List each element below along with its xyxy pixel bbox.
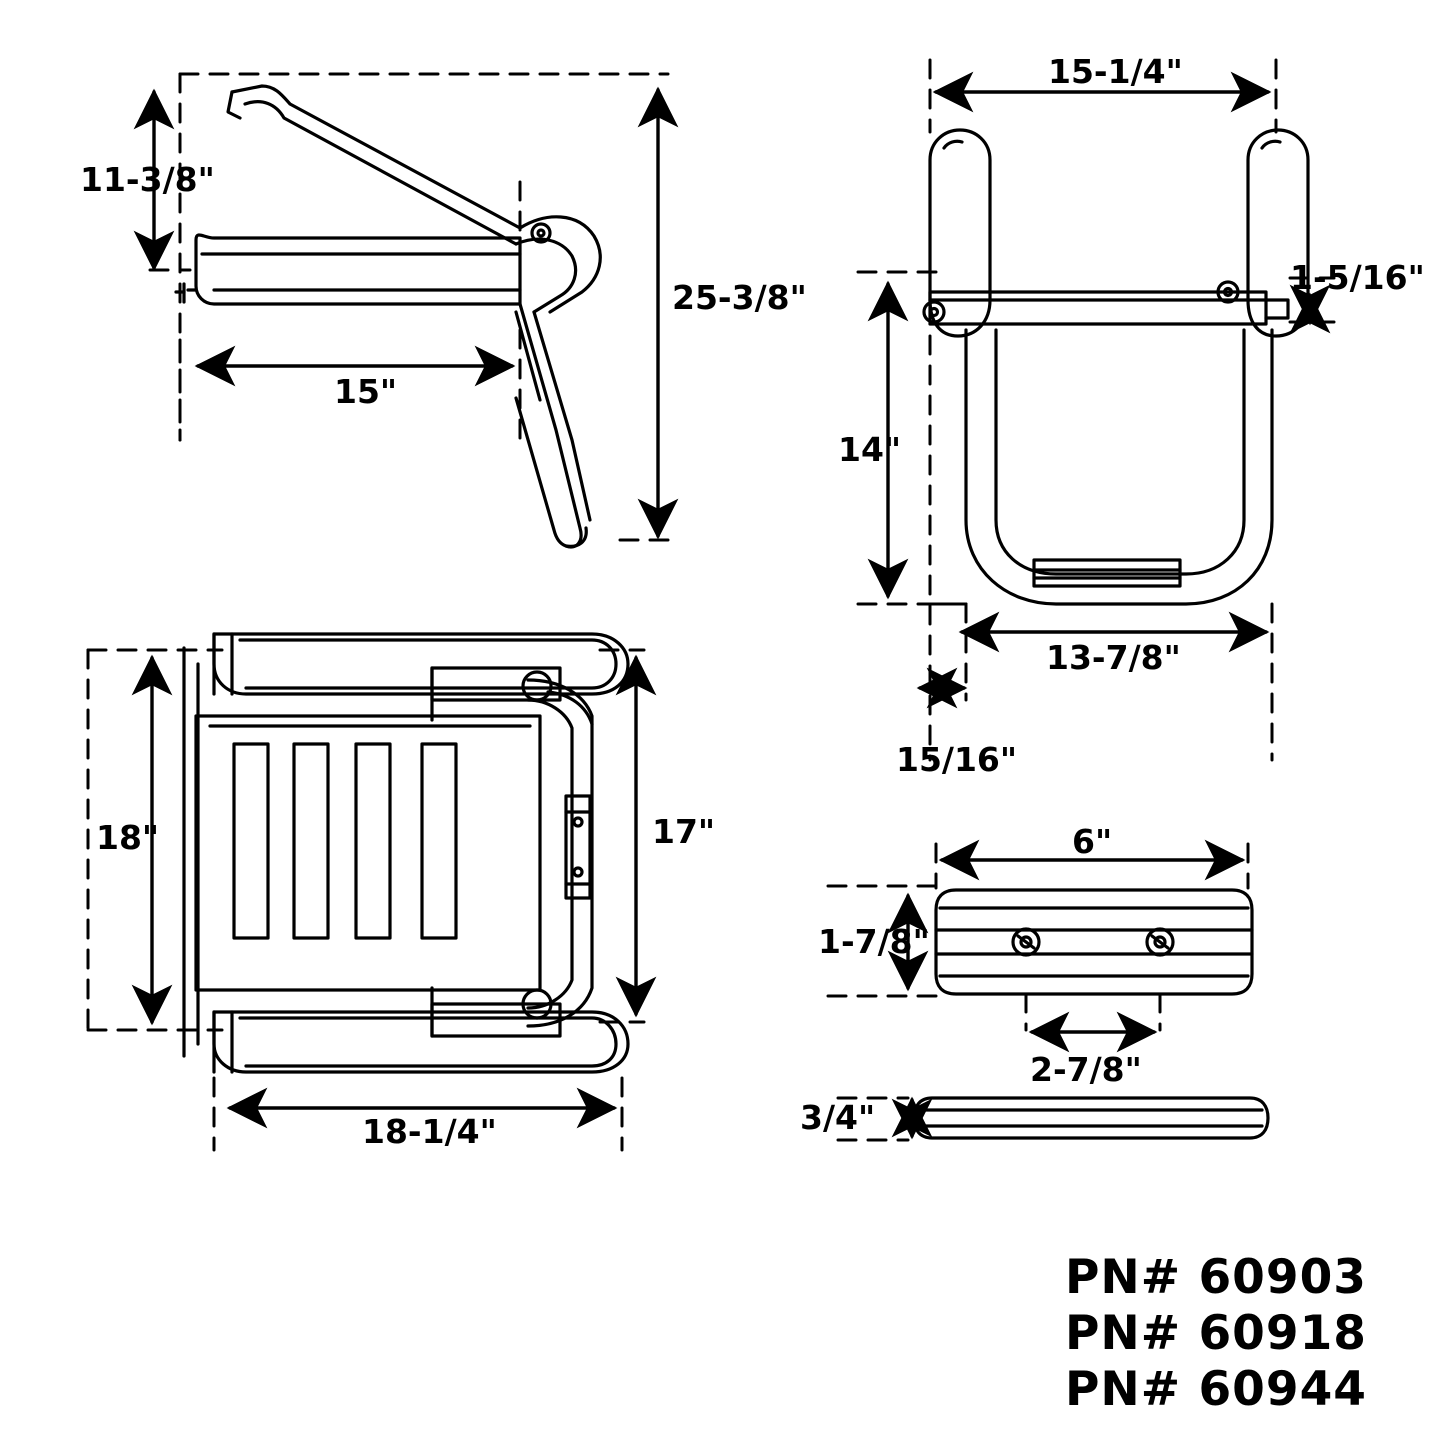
dim-label-side-depth: 15" xyxy=(334,372,398,411)
top-plan-geometry xyxy=(182,632,630,1074)
dim-label-bracket-thickness: 3/4" xyxy=(800,1098,876,1137)
side-dimension-lines xyxy=(133,86,679,540)
dim-label-top-depth-inner: 17" xyxy=(652,812,716,851)
dim-label-front-outer-width: 15-1/4" xyxy=(1048,52,1183,91)
dim-label-bracket-hole-spacing: 2-7/8" xyxy=(1030,1050,1142,1089)
dim-label-top-depth-outer: 18" xyxy=(96,818,160,857)
part-number-block: PN# 60903 PN# 60918 PN# 60944 xyxy=(1065,1250,1367,1418)
bracket-dimension-lines xyxy=(887,839,1246,1053)
dim-label-front-tube-dia: 1-5/16" xyxy=(1290,258,1425,297)
dim-label-side-total-height: 25-3/8" xyxy=(672,278,807,317)
part-number-line-3: PN# 60944 xyxy=(1064,1362,1367,1417)
bracket-front-geometry xyxy=(934,888,1254,996)
dim-label-top-width: 18-1/4" xyxy=(362,1112,497,1151)
dim-label-front-offset: 15/16" xyxy=(896,740,1018,779)
dim-label-front-height: 14" xyxy=(838,430,902,469)
front-elevation-geometry xyxy=(922,128,1310,606)
dim-label-bracket-height: 1-7/8" xyxy=(818,922,930,961)
dim-label-side-seat-height: 11-3/8" xyxy=(80,160,215,199)
side-elevation-geometry xyxy=(174,84,602,549)
dim-label-bracket-width: 6" xyxy=(1072,822,1113,861)
bracket-edge-geometry xyxy=(912,1096,1270,1140)
part-number-line-1: PN# 60903 xyxy=(1064,1250,1367,1305)
dim-label-front-inner-width: 13-7/8" xyxy=(1046,638,1181,677)
part-number-line-2: PN# 60918 xyxy=(1064,1306,1367,1361)
top-dimension-lines xyxy=(131,654,657,1129)
front-dimension-lines xyxy=(867,71,1331,709)
